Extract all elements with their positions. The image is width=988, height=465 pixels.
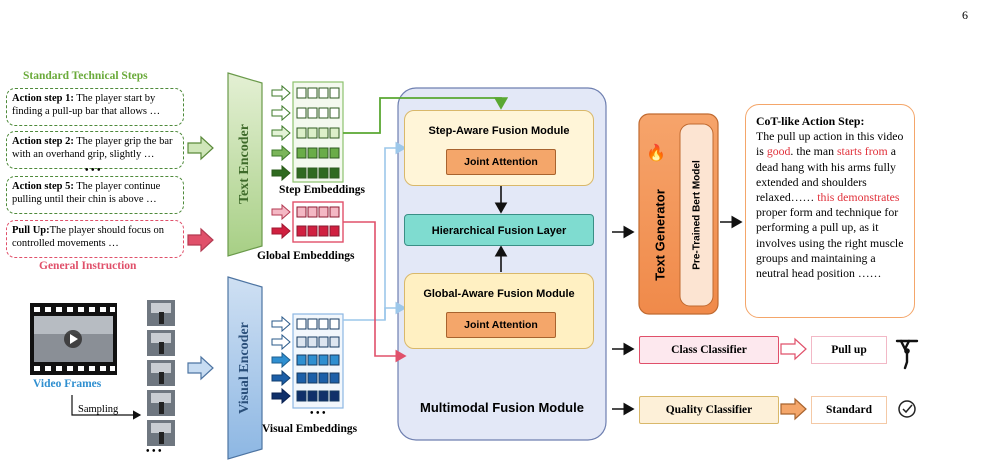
- class-classifier: Class Classifier: [639, 336, 779, 364]
- cot-title: CoT-like Action Step:: [756, 114, 865, 128]
- video-frames-label: Video Frames: [33, 378, 102, 390]
- hierarchical-fusion-layer: Hierarchical Fusion Layer: [404, 214, 594, 246]
- global-embeddings-label: Global Embeddings: [257, 250, 355, 262]
- step-aware-fusion-module: Step-Aware Fusion Module Joint Attention: [404, 110, 594, 186]
- text-encoder-label: Text Encoder: [237, 124, 252, 204]
- frames-to-encoder-arrow: [187, 355, 214, 381]
- visual-embeddings-label: Visual Embeddings: [262, 423, 358, 435]
- step-embedding-grid: [296, 87, 340, 179]
- check-circle-icon: [898, 400, 916, 418]
- joint-attention-block-2: Joint Attention: [446, 312, 556, 338]
- sampling-label: Sampling: [78, 404, 119, 415]
- pull-up-person-icon: [895, 339, 919, 370]
- step-embedding-arrows: [271, 84, 291, 182]
- visual-embeddings-ellipsis: • • •: [310, 408, 326, 419]
- global-aware-fusion-label: Global-Aware Fusion Module: [423, 288, 575, 300]
- global-aware-fusion-module: Global-Aware Fusion Module Joint Attenti…: [404, 273, 594, 349]
- page-number: 6: [962, 8, 968, 22]
- joint-attention-block-1: Joint Attention: [446, 149, 556, 175]
- step-aware-fusion-label: Step-Aware Fusion Module: [428, 125, 570, 137]
- text-generator-label: Text Generator: [652, 189, 668, 281]
- action-step-1: Action step 1: The player start by findi…: [6, 88, 184, 126]
- video-thumbnail: [30, 303, 117, 375]
- flame-icon: 🔥: [646, 145, 666, 162]
- general-to-encoder-arrow: [187, 227, 214, 253]
- action-step-5: Action step 5: The player continue pulli…: [6, 176, 184, 214]
- cot-body: The pull up action in this video is good…: [756, 129, 904, 281]
- step-to-encoder-arrow: [187, 135, 214, 161]
- class-result: Pull up: [811, 336, 887, 364]
- global-embedding-grid: [296, 206, 340, 237]
- frame-strip: [147, 300, 175, 446]
- standard-steps-title: Standard Technical Steps: [23, 70, 148, 82]
- bert-model-label: Pre-Trained Bert Model: [691, 160, 703, 270]
- general-instruction-title: General Instruction: [39, 260, 137, 272]
- action-step-2: Action step 2: The player grip the bar w…: [6, 131, 184, 169]
- step-embeddings-label: Step Embeddings: [279, 184, 365, 196]
- global-embedding-arrows: [271, 203, 291, 240]
- frames-ellipsis: • • •: [146, 446, 162, 457]
- quality-classifier: Quality Classifier: [639, 396, 779, 424]
- steps-ellipsis: • • •: [85, 165, 101, 176]
- cot-action-step-box: CoT-like Action Step: The pull up action…: [745, 104, 915, 318]
- multimodal-fusion-module-label: Multimodal Fusion Module: [420, 400, 584, 415]
- visual-embedding-grid: [296, 318, 340, 402]
- general-instruction-box: Pull Up:The player should focus on contr…: [6, 220, 184, 258]
- quality-result: Standard: [811, 396, 887, 424]
- visual-embedding-arrows: [271, 315, 291, 405]
- visual-encoder-label: Visual Encoder: [237, 322, 252, 414]
